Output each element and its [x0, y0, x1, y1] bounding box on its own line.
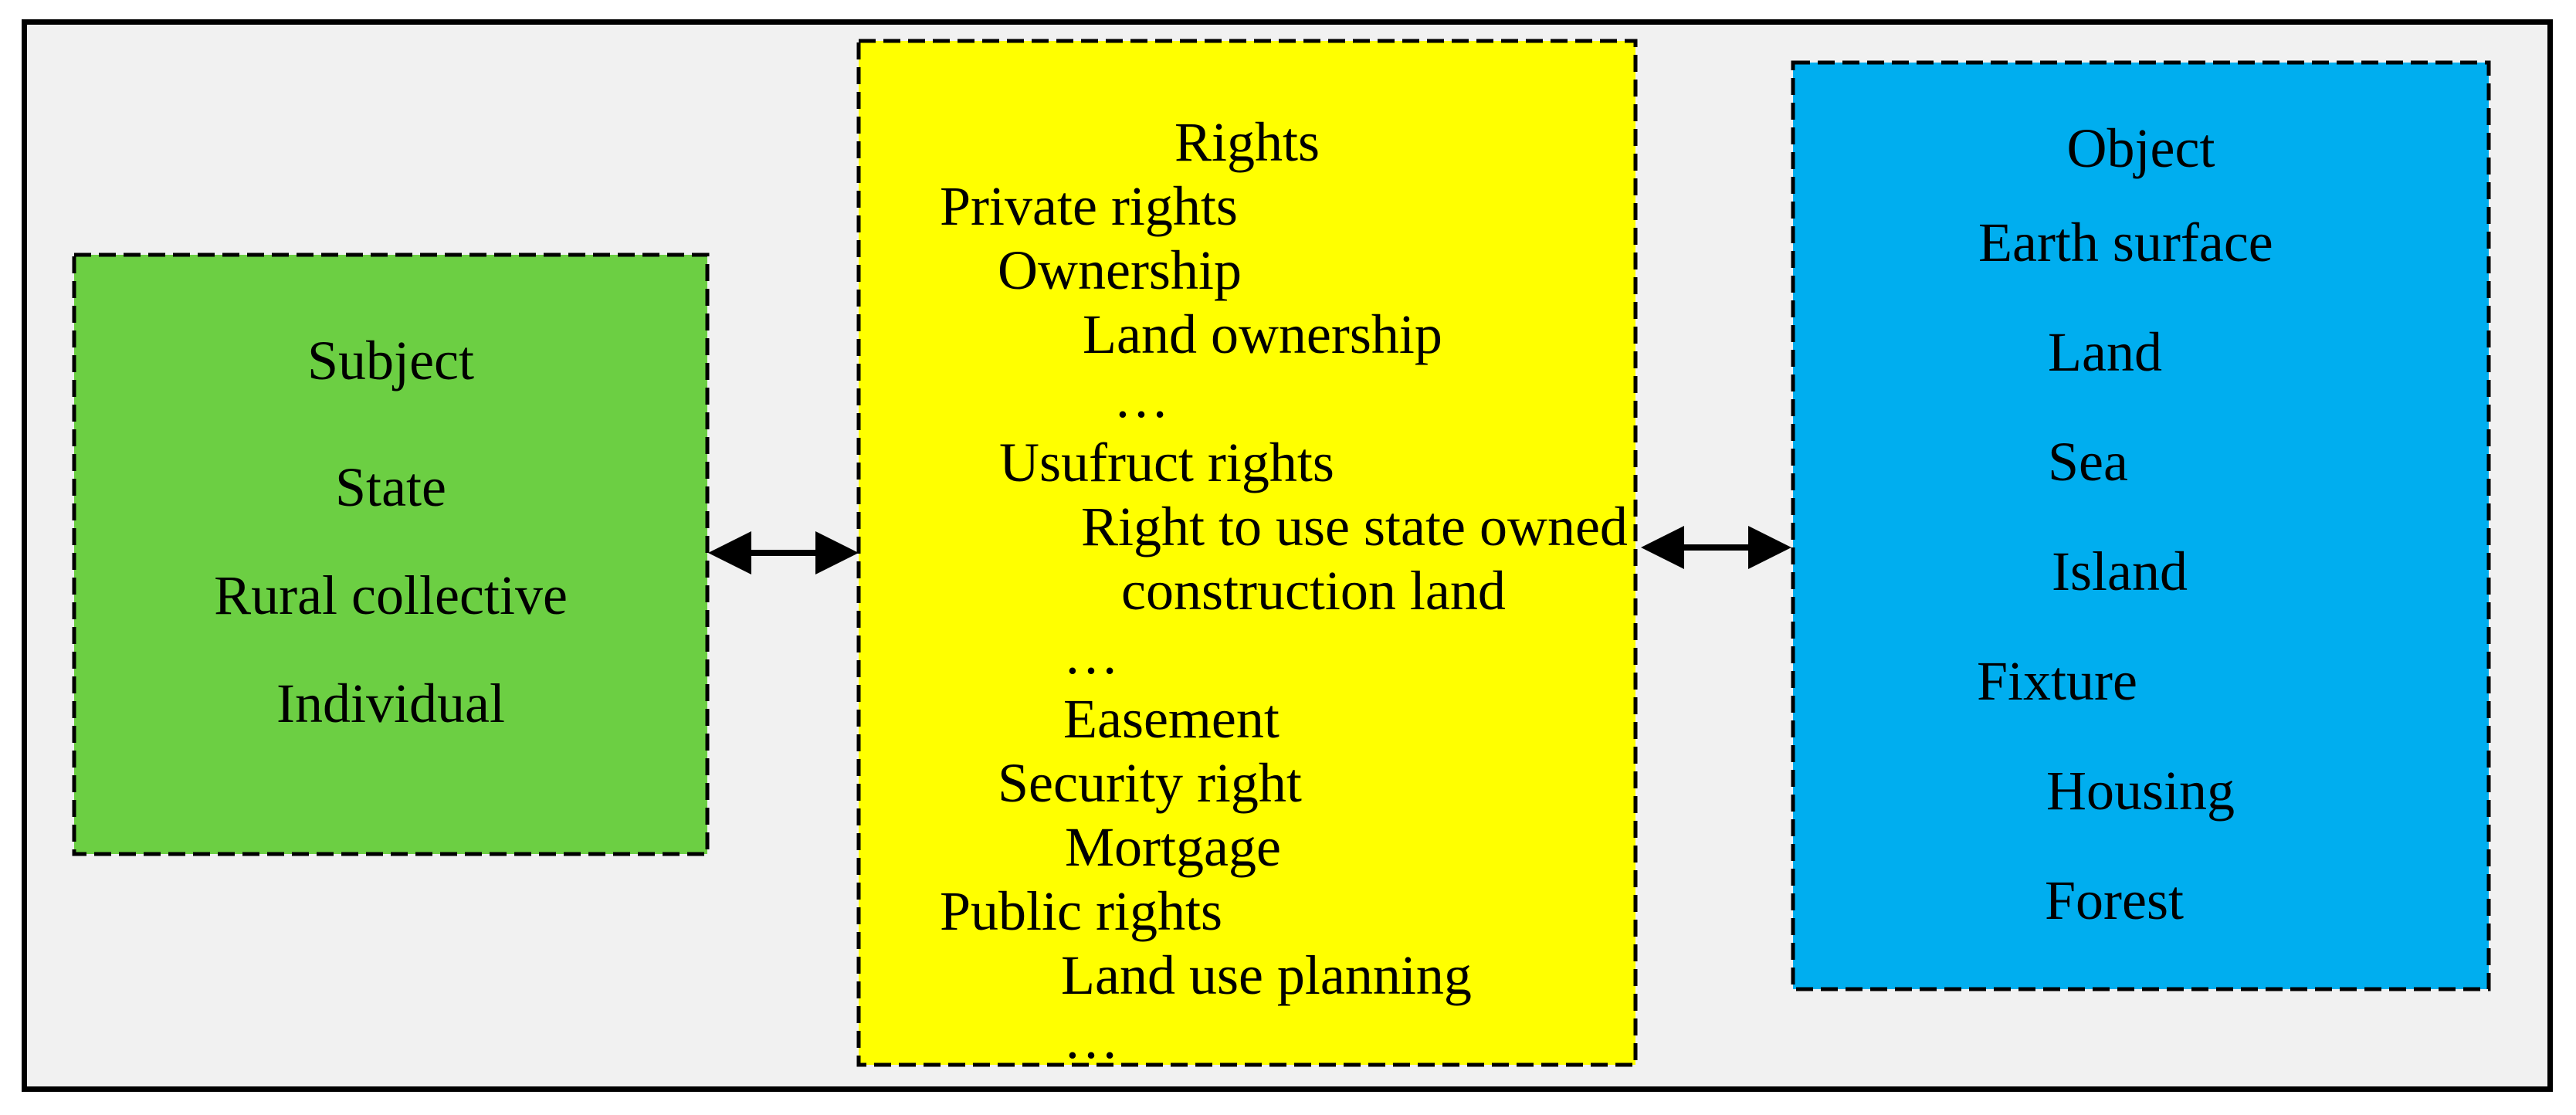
subject-box-rect	[72, 252, 710, 856]
object-title: Object	[2066, 117, 2215, 179]
object-line: Island	[2052, 541, 2188, 602]
object-line: Housing	[2046, 760, 2235, 822]
rights-line: Security right	[998, 752, 1302, 814]
rights-line: …	[1063, 1008, 1119, 1070]
object-line: Sea	[2048, 431, 2128, 493]
arrowhead-left	[1641, 526, 1684, 569]
object-box: Object Earth surface Land Sea Island Fix…	[1793, 63, 2489, 989]
rights-box: Rights Private rights Ownership Land own…	[859, 41, 1635, 1070]
rights-line: Private rights	[940, 175, 1238, 237]
rights-line: construction land	[1121, 560, 1506, 622]
object-line: Land	[2048, 321, 2162, 383]
subject-item: Individual	[276, 673, 505, 734]
object-line: Forest	[2045, 869, 2184, 931]
rights-line: …	[1063, 624, 1119, 686]
rights-line: Public rights	[940, 880, 1223, 942]
rights-object-double-arrow	[1641, 526, 1791, 569]
rights-line: Land use planning	[1061, 944, 1472, 1006]
rights-title: Rights	[1174, 111, 1320, 173]
rights-line: Land ownership	[1083, 303, 1442, 365]
object-line: Earth surface	[1978, 212, 2273, 273]
subject-title: Subject	[307, 330, 474, 391]
rights-line: Usufruct rights	[999, 432, 1334, 493]
arrowhead-right	[815, 531, 859, 574]
arrowhead-right	[1748, 526, 1791, 569]
rights-line: Mortgage	[1065, 816, 1281, 878]
rights-line: …	[1113, 368, 1169, 429]
rights-line: Ownership	[998, 239, 1242, 301]
subject-item: Rural collective	[214, 564, 568, 626]
rights-line: Right to use state owned	[1081, 496, 1628, 558]
object-box-rect	[1791, 60, 2491, 991]
arrowhead-left	[708, 531, 751, 574]
subject-box: Subject State Rural collective Individua…	[74, 255, 707, 854]
subject-rights-double-arrow	[708, 531, 859, 574]
object-line: Fixture	[1977, 650, 2137, 712]
subject-item: State	[335, 456, 446, 518]
rights-line: Easement	[1063, 688, 1280, 750]
